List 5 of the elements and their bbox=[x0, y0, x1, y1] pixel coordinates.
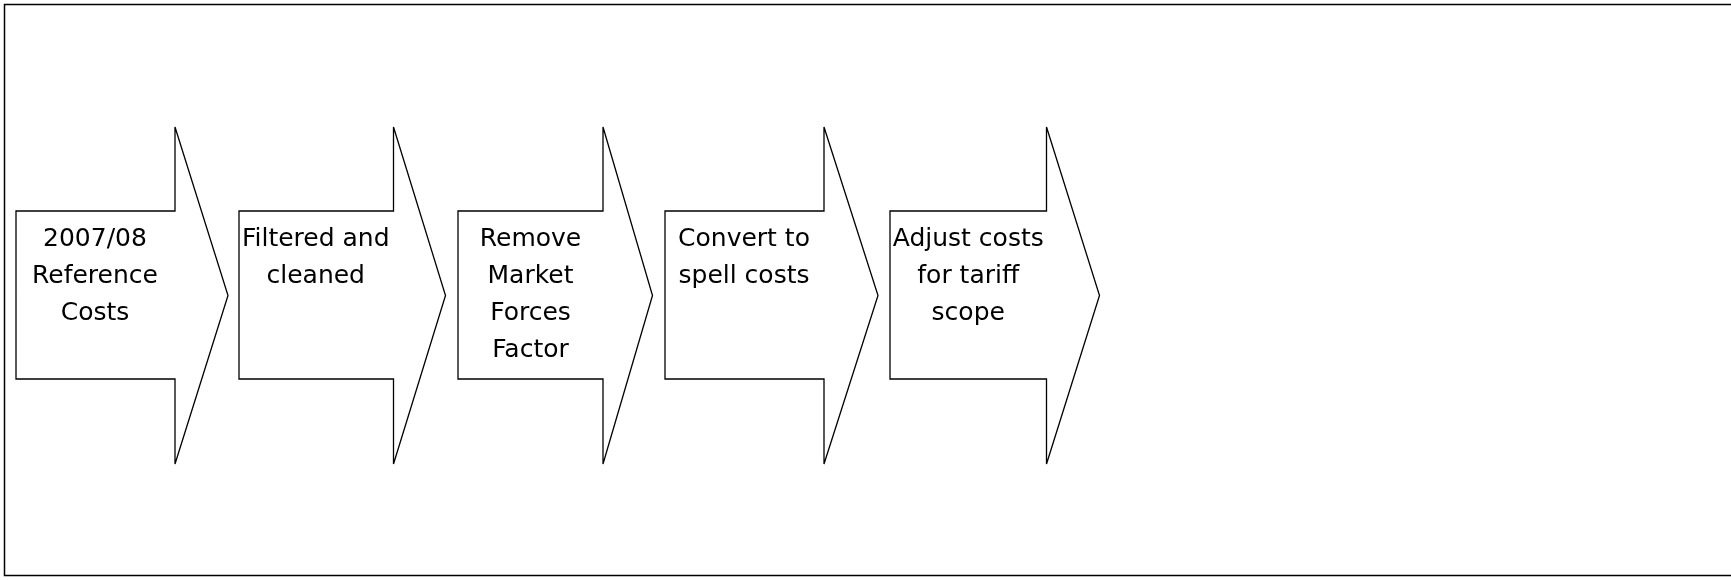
step-label: Remove Market Forces Factor bbox=[478, 222, 583, 365]
step-label: Adjust costs for tariff scope bbox=[892, 222, 1045, 328]
step-label: 2007/08 Reference Costs bbox=[31, 222, 159, 328]
step-label: Filtered and cleaned bbox=[240, 222, 391, 291]
step-label: Convert to spell costs bbox=[677, 222, 811, 291]
